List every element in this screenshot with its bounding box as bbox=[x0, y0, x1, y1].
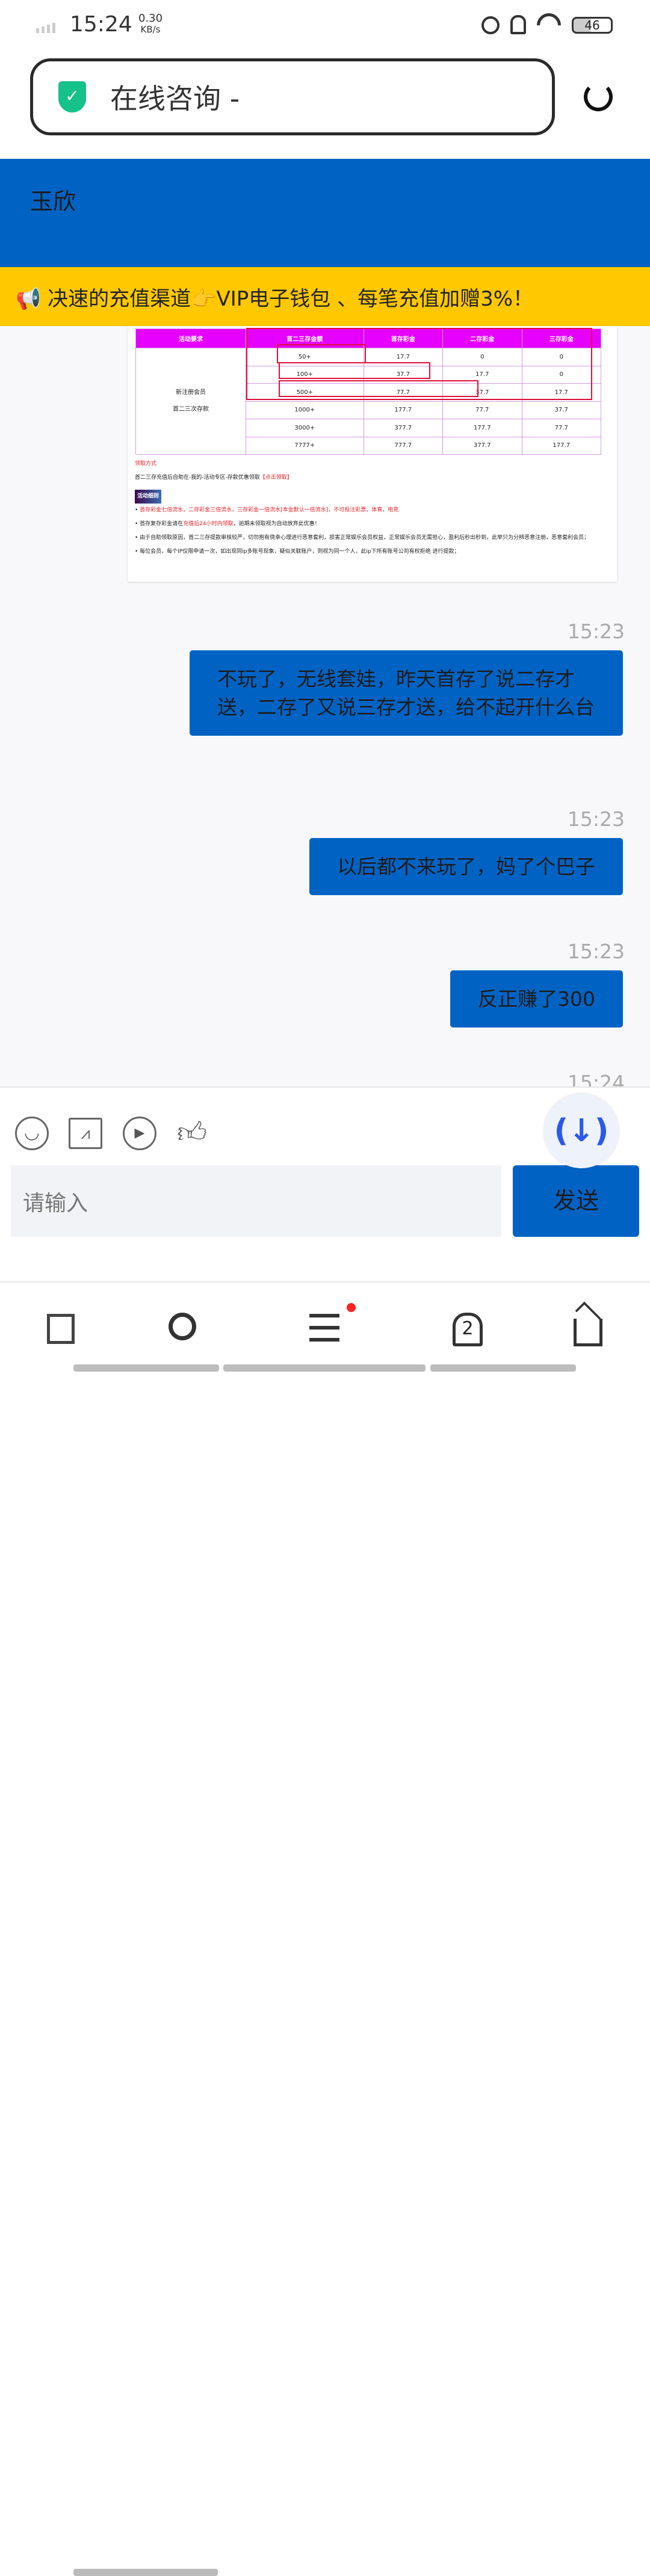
video-icon[interactable]: ▶ bbox=[123, 1117, 156, 1150]
page-title: 在线咨询 - bbox=[110, 82, 240, 115]
agent-name: 玉欣 bbox=[30, 188, 76, 215]
wifi-icon bbox=[531, 8, 566, 43]
message-time: 15:23 bbox=[567, 807, 625, 831]
gesture-bar[interactable] bbox=[430, 1364, 576, 1372]
signal-icon bbox=[36, 23, 55, 33]
message-time: 15:23 bbox=[567, 620, 625, 643]
gesture-bar[interactable] bbox=[73, 1364, 219, 1372]
message-input[interactable]: 请输入 bbox=[11, 1165, 501, 1237]
message-bubble[interactable]: 反正赚了300 bbox=[450, 970, 623, 1028]
tabs-icon[interactable]: 2 bbox=[453, 1313, 483, 1346]
message-bubble[interactable]: 以后都不来玩了，妈了个巴子 bbox=[309, 838, 623, 895]
rules-badge: 活动细则 bbox=[135, 490, 162, 504]
gesture-bar[interactable] bbox=[223, 1364, 426, 1372]
notification-dot bbox=[347, 1303, 356, 1312]
home-icon[interactable] bbox=[574, 1319, 602, 1346]
search-icon[interactable] bbox=[169, 1313, 196, 1340]
net-speed: 0.30 KB/s bbox=[138, 12, 163, 35]
battery-icon: 46 bbox=[572, 17, 613, 34]
thumbs-up-icon[interactable]: 👍︎ bbox=[177, 1116, 208, 1150]
composer: ◡ ⩘ ▶ 👍︎ 请输入 发送 (↓) bbox=[0, 1086, 650, 1285]
send-button[interactable]: 发送 bbox=[513, 1165, 639, 1237]
chat-area[interactable]: 活动要求首二三存金额首存彩金二存彩金三存彩金 新注册会员首二三次存款 50+17… bbox=[0, 326, 650, 1086]
chat-header: 玉欣 bbox=[0, 159, 650, 267]
highlight-box bbox=[279, 380, 478, 397]
browser-nav-bar: 2 bbox=[0, 1281, 650, 2576]
status-bar: 15:24 0.30 KB/s 46 bbox=[0, 0, 650, 54]
emoji-icon[interactable]: ◡ bbox=[15, 1117, 49, 1150]
bell-muted-icon bbox=[510, 15, 526, 34]
promo-table: 活动要求首二三存金额首存彩金二存彩金三存彩金 新注册会员首二三次存款 50+17… bbox=[135, 328, 601, 455]
address-bar[interactable]: ✓ 在线咨询 - bbox=[30, 58, 555, 135]
highlight-box bbox=[279, 362, 430, 379]
reload-icon[interactable] bbox=[584, 82, 613, 111]
highlight-box bbox=[277, 344, 366, 363]
message-bubble[interactable]: 不玩了，无线套娃，昨天首存了说二存才送，二存了又说三存才送，给不起开什么台 bbox=[190, 650, 623, 736]
menu-icon[interactable] bbox=[309, 1314, 339, 1342]
promo-image[interactable]: 活动要求首二三存金额首存彩金二存彩金三存彩金 新注册会员首二三次存款 50+17… bbox=[128, 326, 617, 582]
clock: 15:24 bbox=[70, 12, 132, 37]
download-float-button[interactable]: (↓) bbox=[544, 1094, 619, 1168]
announcement-banner[interactable]: 📢 决速的充值渠道👉VIP电子钱包 、每笔充值加赠3%！ bbox=[0, 267, 650, 326]
promo-rules: 领取方式 首二三存充值后自助在-我的-活动专区-存款优惠领取【点击领取】 活动细… bbox=[135, 461, 590, 555]
close-tab-icon[interactable] bbox=[47, 1314, 75, 1344]
shield-check-icon: ✓ bbox=[58, 81, 86, 112]
highlight-box bbox=[246, 328, 592, 400]
message-time: 15:23 bbox=[567, 940, 625, 963]
gesture-bar[interactable] bbox=[73, 2569, 218, 2576]
alarm-icon bbox=[481, 16, 500, 34]
image-icon[interactable]: ⩘ bbox=[69, 1118, 102, 1149]
message-time: 15:24 bbox=[567, 1071, 625, 1086]
